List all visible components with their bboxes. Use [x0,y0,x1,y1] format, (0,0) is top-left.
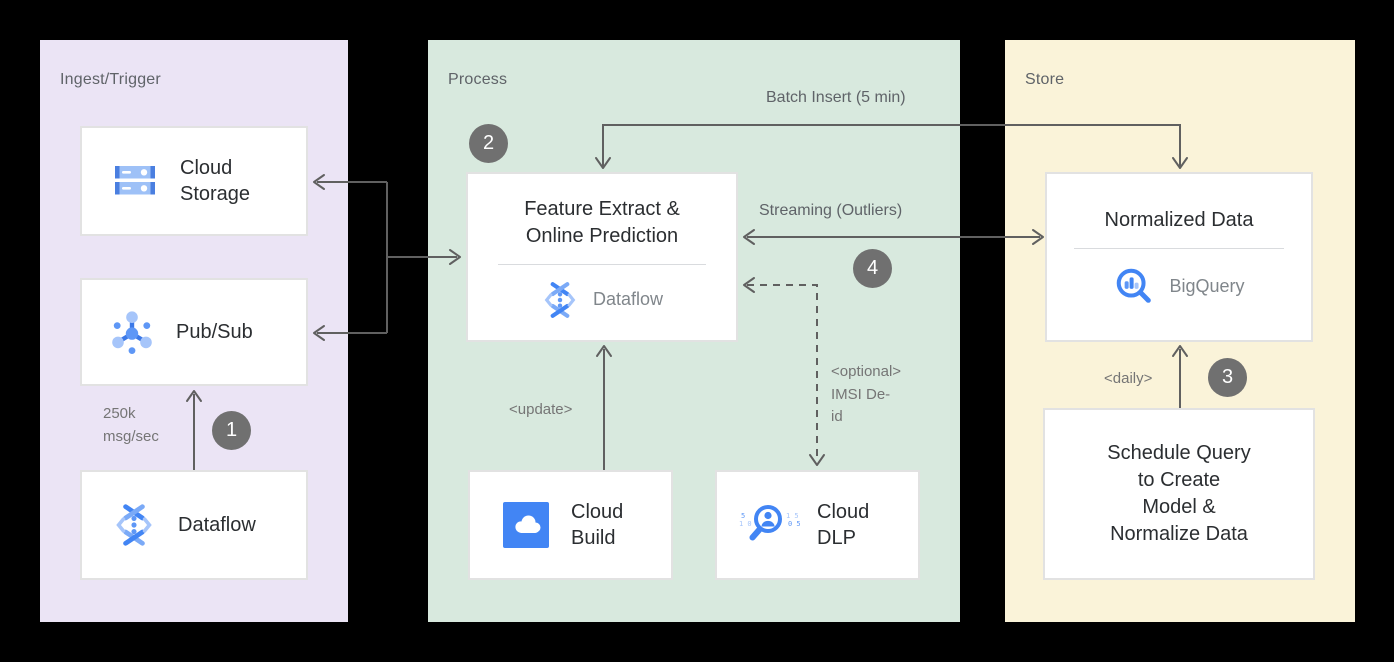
pubsub-label: Pub/Sub [176,321,253,343]
dataflow-icon [544,281,576,318]
bigquery-icon [1117,268,1152,303]
cloud-build-label: Cloud Build [571,501,624,549]
cloud-storage-icon [115,166,155,195]
label-optional-line2: IMSI De-id [831,385,891,426]
node-cloud-build: Cloud Build [468,470,673,580]
cloud-storage-label: Cloud Storage [180,157,251,205]
feature-extract-product-label: Dataflow [592,289,664,309]
schedule-query-title-line1: Schedule Query [1107,442,1251,464]
normalized-data-product-label: BigQuery [1169,275,1245,296]
section-title-process: Process [448,71,508,88]
svg-text:5: 5 [741,512,745,520]
step-badge-4: 4 [853,249,892,288]
schedule-query-title-line4: Normalize Data [1110,523,1248,545]
step-badge-3: 3 [1208,358,1247,397]
node-cloud-dlp: 5 1 0 1 5 0 5 Cloud DLP [715,470,920,580]
pubsub-icon [112,311,152,354]
dataflow-icon [116,504,152,546]
step-badge-1: 1 [212,411,251,450]
svg-text:1 0: 1 0 [739,520,752,528]
feature-extract-divider [498,263,706,265]
node-dataflow: Dataflow [80,470,308,580]
cloud-build-icon [503,502,549,548]
label-optional-line1: <optional> [831,363,902,380]
node-normalized-data: Normalized Data BigQuery [1045,172,1313,342]
normalized-data-divider [1074,248,1284,249]
node-cloud-storage: Cloud Storage [80,126,308,236]
normalized-data-title: Normalized Data [1104,209,1254,231]
feature-extract-title-line1: Feature Extract & [524,197,680,220]
label-streaming-outliers: Streaming (Outliers) [759,202,903,219]
label-msg-rate: 250k msg/sec [103,405,159,445]
section-title-store: Store [1025,71,1065,88]
node-schedule-query: Schedule Query to Create Model & Normali… [1043,408,1315,580]
cloud-dlp-label: Cloud DLP [817,501,870,549]
node-pubsub: Pub/Sub [80,278,308,386]
label-update: <update> [509,401,573,418]
svg-text:1 5: 1 5 [786,512,799,520]
step-badge-2: 2 [469,124,508,163]
dataflow-label: Dataflow [178,514,256,536]
label-daily: <daily> [1104,370,1153,387]
feature-extract-title-line2: Online Prediction [525,224,679,247]
cloud-dlp-icon: 5 1 0 1 5 0 5 [739,505,801,541]
label-batch-insert: Batch Insert (5 min) [766,89,906,106]
section-title-ingest: Ingest/Trigger [60,71,161,88]
node-feature-extract: Feature Extract & Online Prediction [466,172,738,342]
schedule-query-title-line2: to Create [1137,469,1221,491]
schedule-query-title-line3: Model & [1142,496,1216,518]
svg-text:0 5: 0 5 [788,520,801,528]
